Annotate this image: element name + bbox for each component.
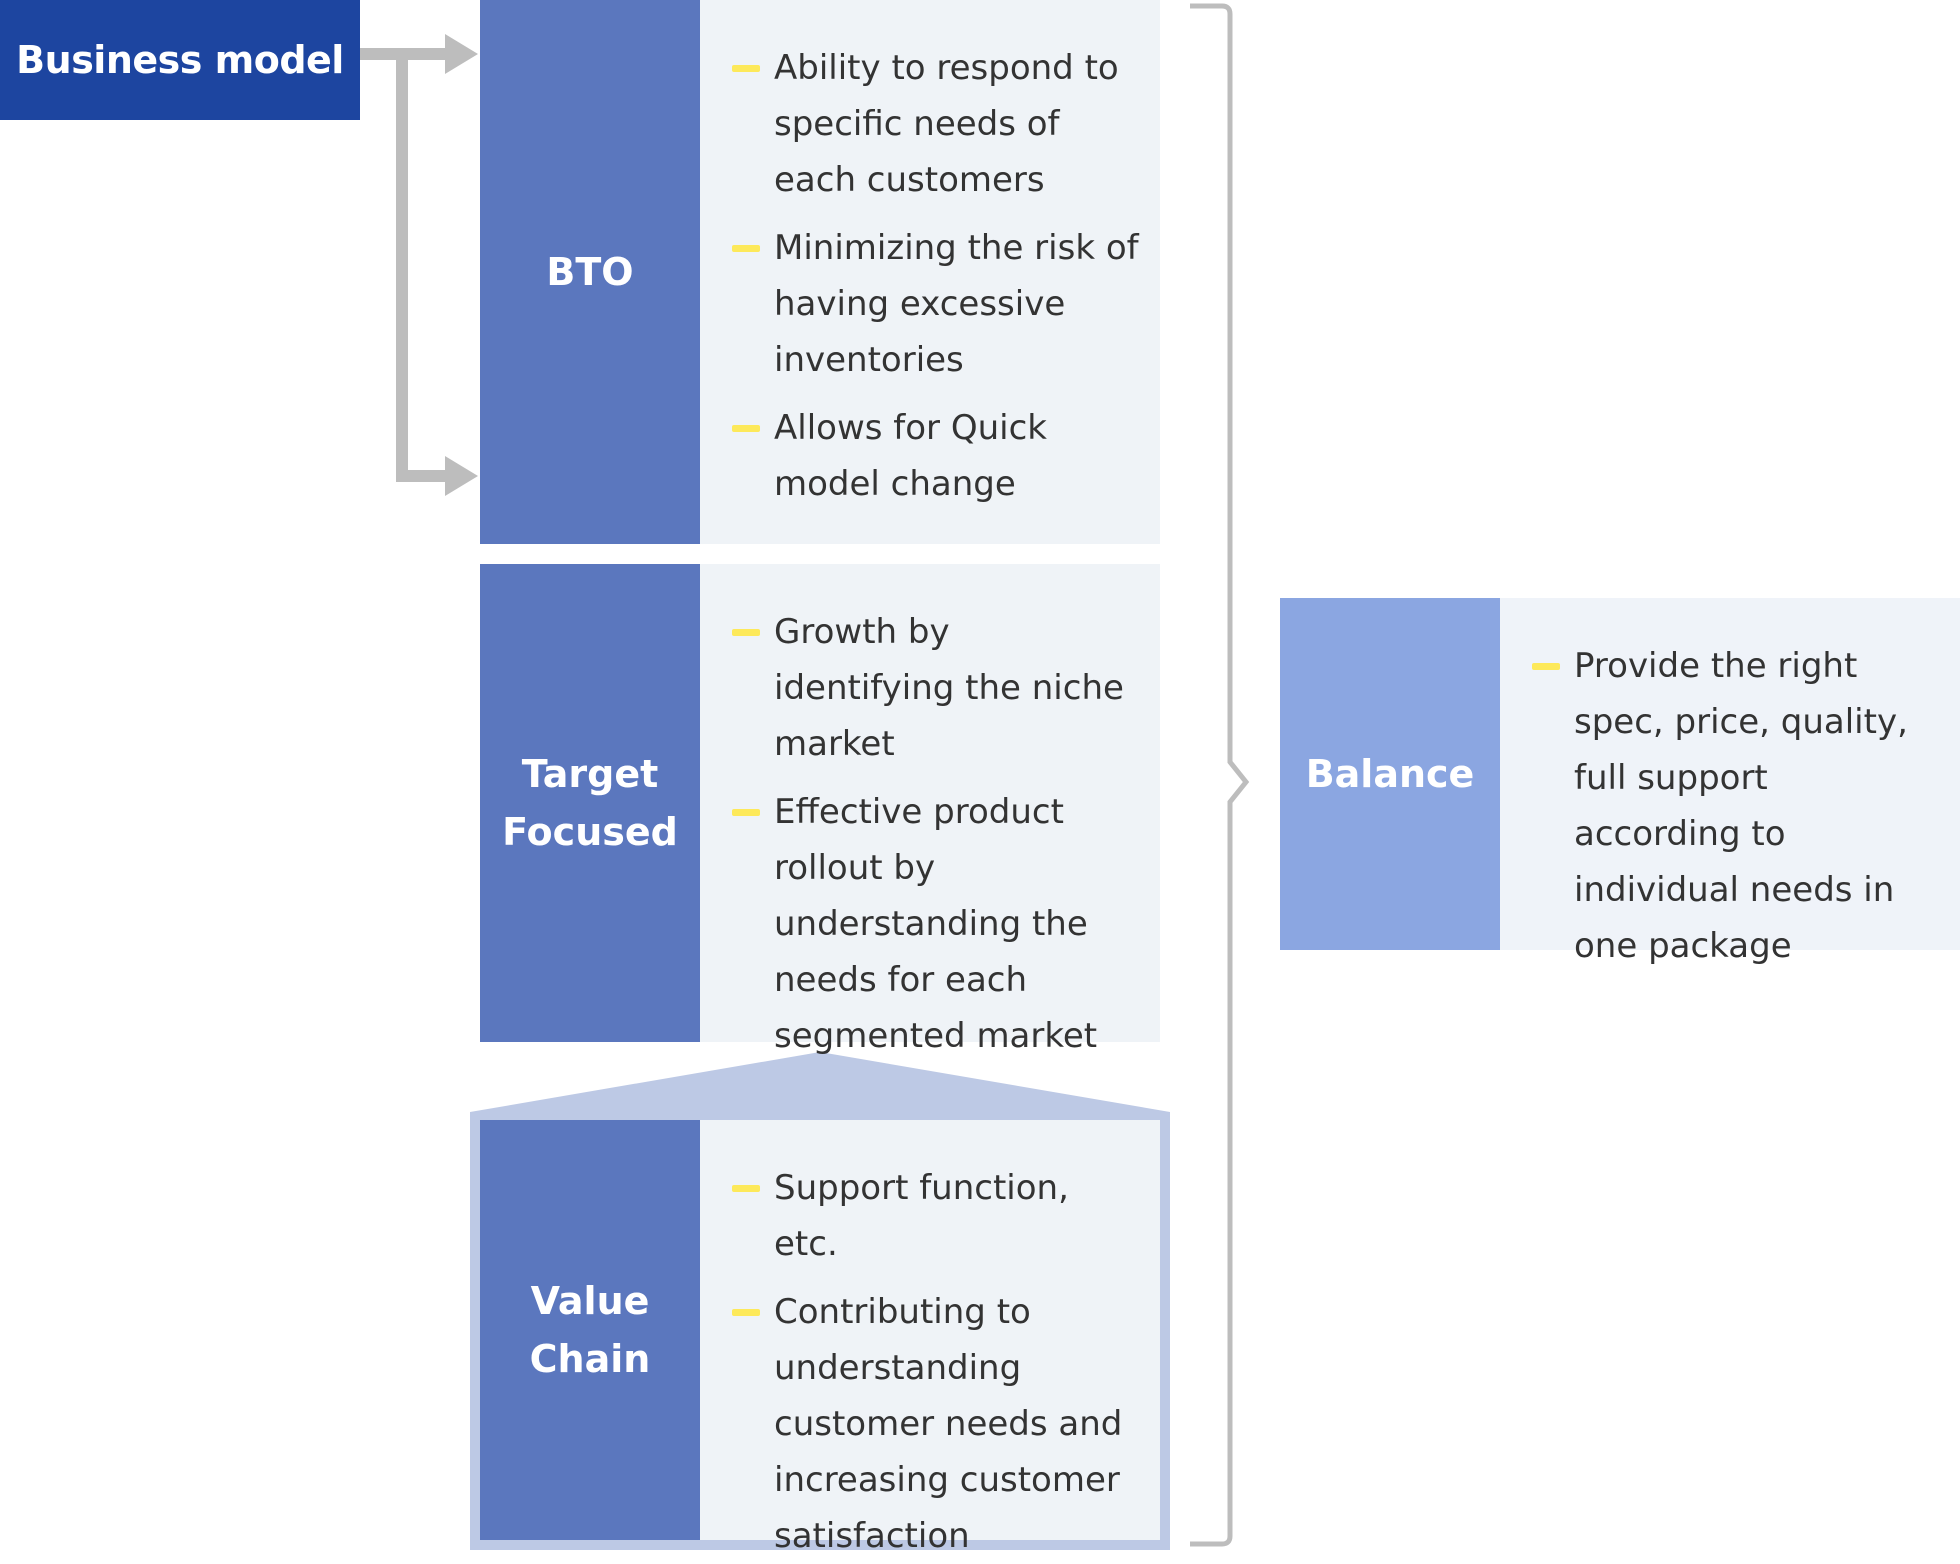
list-item-text: Contributing to understanding customer n… — [774, 1292, 1123, 1556]
value-chain-item-list: Support function, etc. Contributing to u… — [732, 1160, 1140, 1564]
balance-description-panel: Provide the right spec, price, quality, … — [1500, 598, 1960, 966]
dash-bullet-icon — [732, 809, 760, 816]
dash-bullet-icon — [1532, 663, 1560, 670]
value-chain-label-line2: Chain — [529, 1337, 651, 1381]
list-item: Contributing to understanding customer n… — [732, 1284, 1140, 1564]
list-item-text: Growth by identifying the niche market — [774, 612, 1124, 764]
value-chain-label-line1: Value — [530, 1279, 650, 1323]
target-focused-label-line2: Focused — [502, 810, 678, 854]
dash-bullet-icon — [732, 1309, 760, 1316]
dash-bullet-icon — [732, 425, 760, 432]
dash-bullet-icon — [732, 245, 760, 252]
balance-label-column: Balance — [1280, 598, 1500, 950]
list-item: Effective product rollout by understandi… — [732, 784, 1140, 1064]
target-focused-label-column: Target Focused — [480, 564, 700, 1042]
list-item: Minimizing the risk of having excessive … — [732, 220, 1140, 388]
list-item: Allows for Quick model change — [732, 400, 1140, 512]
list-item-text: Support function, etc. — [774, 1168, 1069, 1264]
dash-bullet-icon — [732, 1185, 760, 1192]
balance-item-list: Provide the right spec, price, quality, … — [1532, 638, 1940, 974]
right-bracket — [1190, 3, 1250, 1547]
target-focused-description-panel: Growth by identifying the niche market E… — [700, 564, 1160, 1056]
list-item-text: Ability to respond to specific needs of … — [774, 48, 1119, 200]
balance-label: Balance — [1305, 752, 1475, 796]
list-item-text: Allows for Quick model change — [774, 408, 1047, 504]
value-chain-label-column: Value Chain — [480, 1120, 700, 1540]
business-model-label: Business model — [16, 38, 344, 82]
value-chain-description-panel: Support function, etc. Contributing to u… — [700, 1120, 1160, 1556]
list-item: Growth by identifying the niche market — [732, 604, 1140, 772]
dash-bullet-icon — [732, 629, 760, 636]
bto-item-list: Ability to respond to specific needs of … — [732, 40, 1140, 512]
list-item: Provide the right spec, price, quality, … — [1532, 638, 1940, 974]
list-item-text: Provide the right spec, price, quality, … — [1574, 646, 1908, 966]
target-focused-label: Target Focused — [502, 745, 678, 861]
list-item: Ability to respond to specific needs of … — [732, 40, 1140, 208]
bto-label: BTO — [546, 250, 634, 294]
target-focused-item-list: Growth by identifying the niche market E… — [732, 604, 1140, 1064]
list-item-text: Minimizing the risk of having excessive … — [774, 228, 1139, 380]
arrowhead-top — [445, 34, 478, 74]
bto-description-panel: Ability to respond to specific needs of … — [700, 0, 1160, 544]
list-item: Support function, etc. — [732, 1160, 1140, 1272]
target-focused-label-line1: Target — [521, 752, 659, 796]
arrowhead-bottom — [445, 456, 478, 496]
list-item-text: Effective product rollout by understandi… — [774, 792, 1098, 1056]
dash-bullet-icon — [732, 65, 760, 72]
business-model-box: Business model — [0, 0, 360, 120]
value-chain-label: Value Chain — [530, 1272, 651, 1388]
bto-label-column: BTO — [480, 0, 700, 544]
connector-trunk — [396, 54, 445, 482]
